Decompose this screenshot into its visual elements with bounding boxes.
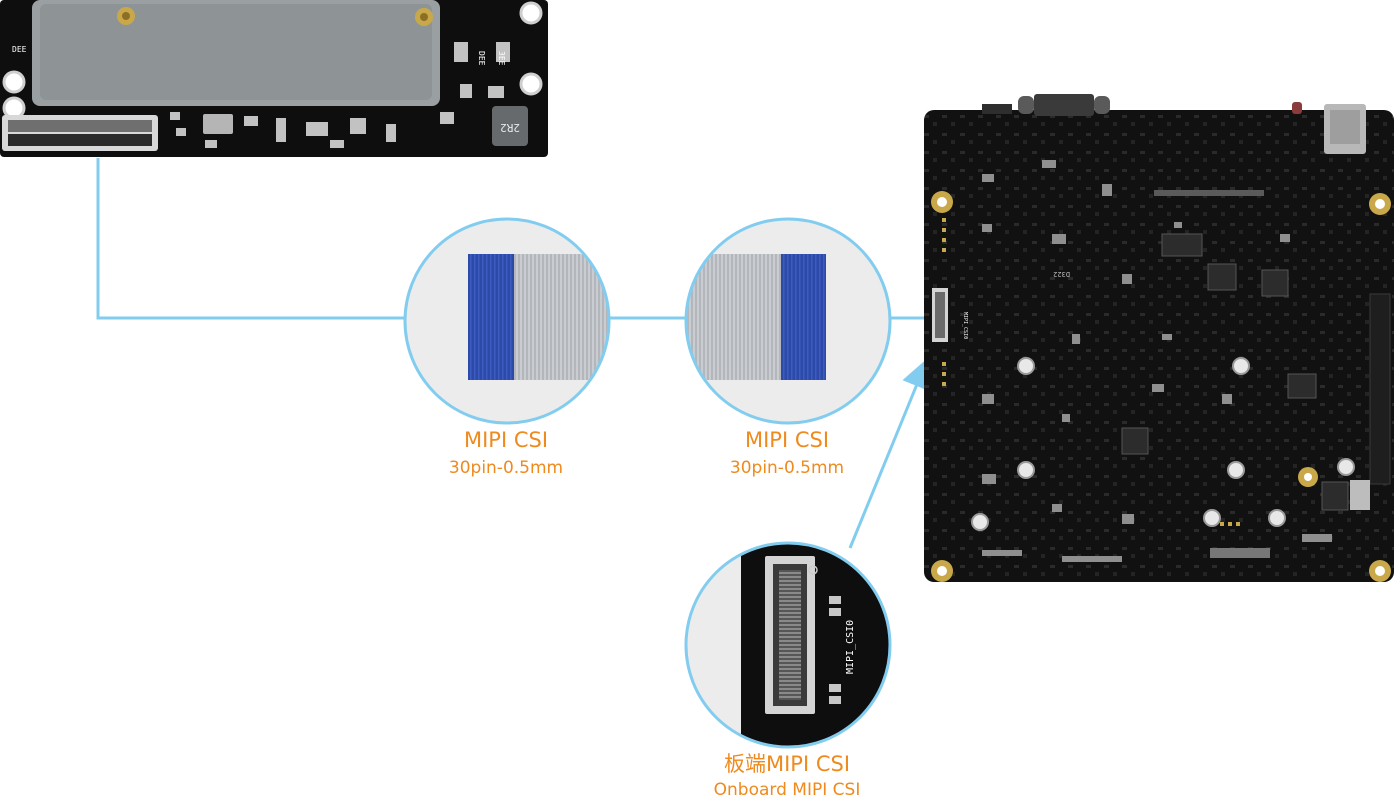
module-silk-label: DEE — [477, 51, 486, 66]
zoom-pointer-arrow — [848, 358, 931, 549]
main-board: MIPI_CSI0 D322 — [924, 94, 1394, 582]
cable-right-title: MIPI CSI — [744, 428, 830, 452]
onboard-connector-subtitle: Onboard MIPI CSI — [713, 780, 861, 800]
module-to-cable-line — [96, 158, 404, 320]
module-silk-label: 2R2 — [500, 121, 520, 134]
cable-right-subtitle: 30pin-0.5mm — [729, 458, 845, 478]
zoom-silk-label: MIPI_CSI0 — [845, 620, 856, 674]
mounting-hole — [931, 191, 1391, 582]
vga-connector — [1034, 94, 1094, 116]
camera-module-board: DEE DEE 3EE 2R2 — [0, 0, 548, 157]
ffc-cable-zoom-left — [402, 216, 612, 426]
onboard-connector-title: 板端MIPI CSI — [723, 752, 851, 776]
module-silk-label: 3EE — [497, 51, 506, 66]
ffc-cable-zoom-right — [683, 216, 893, 426]
board-silk-label: MIPI_CSI0 — [962, 312, 968, 339]
board-silk-label: D322 — [1053, 270, 1070, 278]
module-silk-label: DEE — [12, 45, 27, 54]
board-pin-header — [1210, 548, 1270, 558]
ffc-blue-stiffener — [468, 254, 514, 380]
mounting-hole — [2, 1, 543, 120]
ffc-blue-stiffener — [781, 254, 826, 380]
onboard-connector-zoom: MIPI_CSI0 — [683, 540, 893, 750]
cable-left-title: MIPI CSI — [463, 428, 549, 452]
cable-left-subtitle: 30pin-0.5mm — [448, 458, 564, 478]
